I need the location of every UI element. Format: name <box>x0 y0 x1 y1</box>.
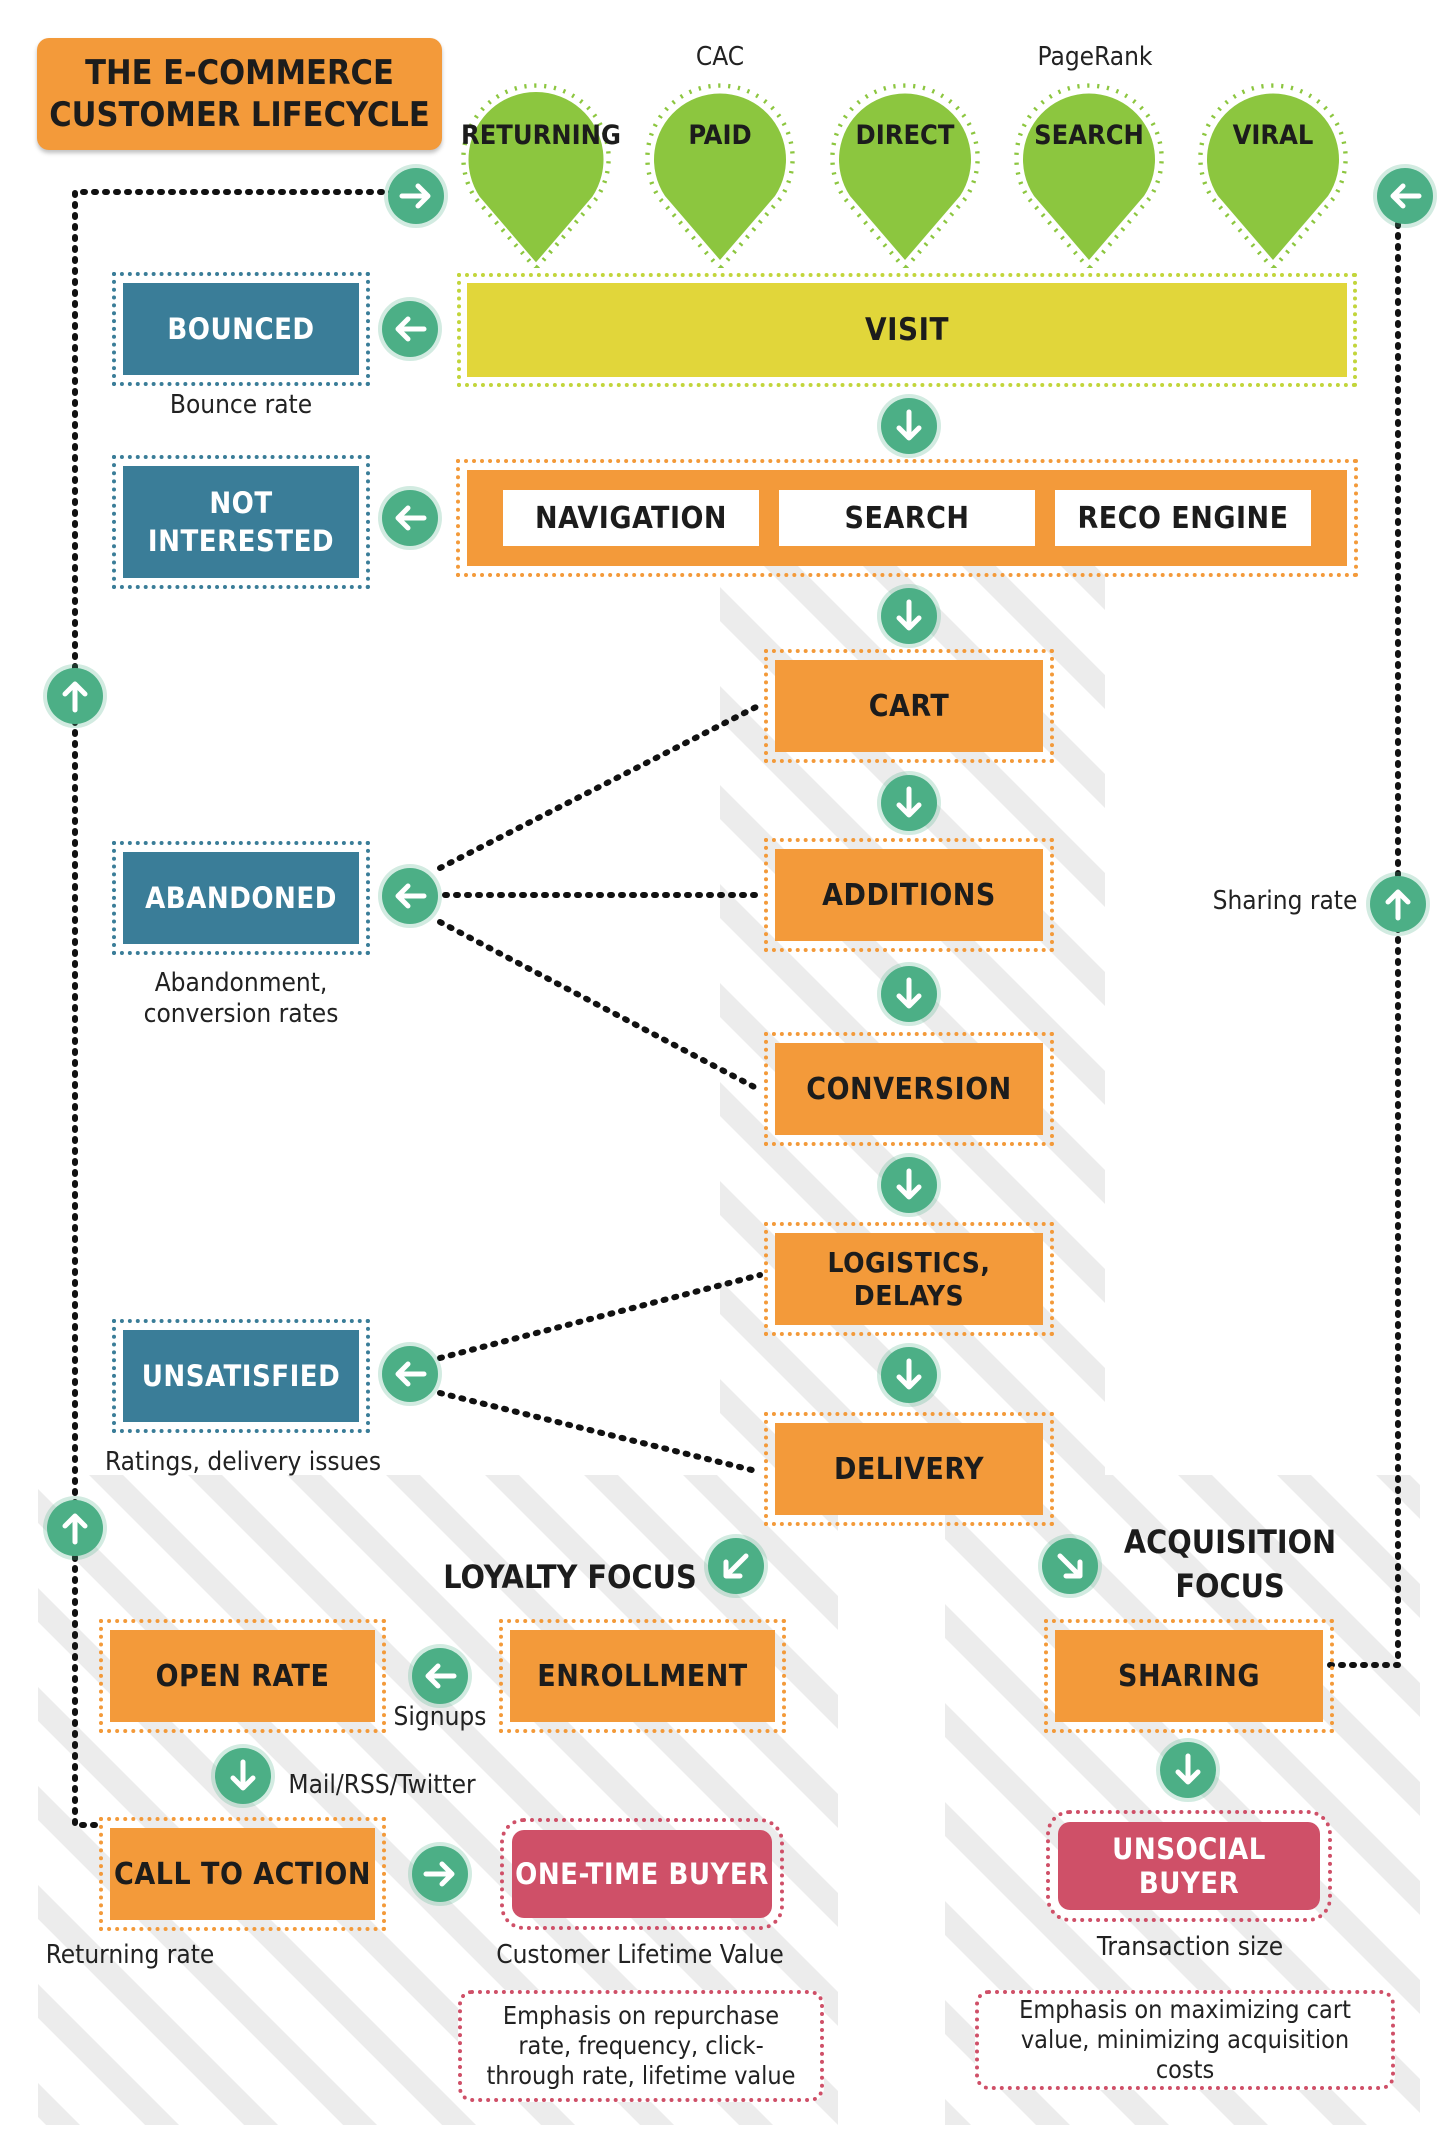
call-to-action-box: CALL TO ACTION <box>99 1817 386 1931</box>
loyalty-emphasis-note: Emphasis on repurchase rate, frequency, … <box>458 1990 824 2102</box>
returning-loop-line <box>72 189 398 1828</box>
unsatisfied-box: UNSATISFIED <box>112 1319 370 1433</box>
not-interested-box: NOT INTERESTED <box>112 455 370 589</box>
nav-item-reco-engine: RECO ENGINE <box>1055 490 1311 546</box>
nav-item-navigation: NAVIGATION <box>503 490 759 546</box>
source-label-paid: PAID <box>688 120 752 151</box>
sharing-rate-label: Sharing rate <box>1212 886 1358 916</box>
delivery-box: DELIVERY <box>764 1412 1054 1526</box>
arrow-down-icon <box>881 588 937 644</box>
one-time-buyer-box: ONE-TIME BUYER <box>500 1818 784 1930</box>
arrow-up-icon <box>47 668 103 724</box>
arrow-down-left-icon <box>708 1538 764 1594</box>
arrow-up-icon <box>1370 876 1426 932</box>
visit-box: VISIT <box>457 273 1357 387</box>
bounce-rate-label: Bounce rate <box>169 390 313 420</box>
source-label-direct: DIRECT <box>855 120 955 151</box>
source-pin-paid: PAID <box>645 78 795 268</box>
navigation-bar: NAVIGATION SEARCH RECO ENGINE <box>456 459 1358 577</box>
conversion-box: CONVERSION <box>764 1032 1054 1146</box>
arrow-down-icon <box>881 398 937 454</box>
arrow-down-icon <box>215 1748 271 1804</box>
source-label-viral: VIRAL <box>1232 120 1314 151</box>
enrollment-box: ENROLLMENT <box>499 1619 786 1733</box>
arrow-down-icon <box>881 775 937 831</box>
connector-delivery-unsatisfied <box>437 1390 763 1475</box>
arrow-down-icon <box>881 1347 937 1403</box>
abandoned-box: ABANDONED <box>112 841 370 955</box>
arrow-down-icon <box>881 966 937 1022</box>
arrow-left-icon <box>382 490 438 546</box>
sharing-loop-line <box>1327 192 1401 1668</box>
loyalty-focus-heading: LOYALTY FOCUS <box>443 1558 697 1596</box>
open-rate-box: OPEN RATE <box>99 1619 386 1733</box>
arrow-right-icon <box>412 1846 468 1902</box>
arrow-up-icon <box>47 1500 103 1556</box>
ratings-delivery-label: Ratings, delivery issues <box>104 1447 382 1477</box>
connector-cart-abandoned <box>437 702 763 871</box>
page-title: THE E-COMMERCE CUSTOMER LIFECYCLE <box>37 38 442 150</box>
sharing-box: SHARING <box>1044 1619 1334 1733</box>
source-pin-direct: DIRECT <box>830 78 980 268</box>
arrow-left-icon <box>382 1346 438 1402</box>
connector-logistics-unsatisfied <box>437 1272 763 1361</box>
unsocial-buyer-box: UNSOCIAL BUYER <box>1046 1810 1332 1922</box>
pagerank-label: PageRank <box>1037 42 1153 72</box>
abandonment-rates-label: Abandonment, conversion rates <box>143 968 339 1029</box>
cac-label: CAC <box>695 42 745 72</box>
source-pin-returning: RETURNING <box>461 78 621 268</box>
acquisition-focus-heading: ACQUISITION FOCUS <box>1123 1523 1337 1605</box>
arrow-left-icon <box>412 1648 468 1704</box>
mail-rss-twitter-label: Mail/RSS/Twitter <box>288 1770 476 1800</box>
bounced-box: BOUNCED <box>112 272 370 386</box>
source-label-search: SEARCH <box>1034 120 1144 151</box>
source-pin-search: SEARCH <box>1014 78 1164 268</box>
acquisition-emphasis-note: Emphasis on maximizing cart value, minim… <box>975 1990 1395 2090</box>
additions-box: ADDITIONS <box>764 838 1054 952</box>
connector-conversion-abandoned <box>437 919 763 1093</box>
arrow-left-icon <box>1377 168 1433 224</box>
returning-rate-label: Returning rate <box>45 1940 215 1970</box>
source-label-returning: RETURNING <box>461 120 621 151</box>
nav-item-search: SEARCH <box>779 490 1035 546</box>
arrow-down-icon <box>881 1157 937 1213</box>
arrow-left-icon <box>382 868 438 924</box>
signups-label: Signups <box>393 1702 487 1732</box>
arrow-right-icon <box>388 168 444 224</box>
logistics-box: LOGISTICS, DELAYS <box>764 1222 1054 1336</box>
customer-lifetime-value-label: Customer Lifetime Value <box>496 1940 784 1970</box>
cart-box: CART <box>764 649 1054 763</box>
arrow-left-icon <box>382 301 438 357</box>
source-pin-viral: VIRAL <box>1198 78 1348 268</box>
transaction-size-label: Transaction size <box>1096 1932 1284 1962</box>
arrow-down-icon <box>1160 1742 1216 1798</box>
arrow-down-right-icon <box>1042 1538 1098 1594</box>
